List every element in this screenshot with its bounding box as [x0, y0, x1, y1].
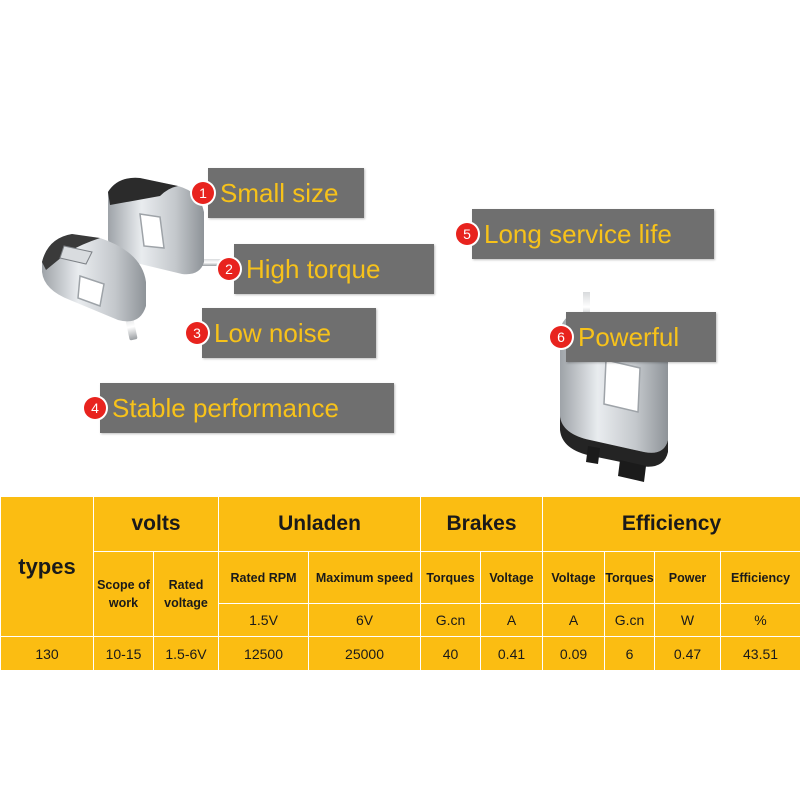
eff-voltage-unit: A — [542, 603, 606, 637]
feature-label: Small size — [208, 168, 364, 218]
scope-of-work-header: Scope of work — [93, 551, 154, 637]
feature-label: Powerful — [566, 312, 716, 362]
motor-image-front — [42, 234, 146, 341]
feature-number-badge: 1 — [192, 182, 214, 204]
volts-group-header: volts — [92, 496, 220, 552]
spec-table: types volts Unladen Brakes Efficiency Sc… — [0, 496, 800, 671]
feature-number-badge: 3 — [186, 322, 208, 344]
rated-rpm-header: Rated RPM — [218, 551, 310, 604]
eff-efficiency-unit: % — [720, 603, 800, 637]
brakes-torques-header: Torques — [420, 551, 482, 604]
feature-stable-performance: 4 Stable performance — [84, 383, 394, 433]
feature-label: Long service life — [472, 209, 714, 259]
rated-voltage-value: 1.5-6V — [152, 636, 220, 671]
feature-label: Stable performance — [100, 383, 394, 433]
eff-voltage-value: 0.09 — [542, 636, 606, 671]
eff-torques-unit: G.cn — [604, 603, 656, 637]
feature-long-service-life: 5 Long service life — [456, 209, 714, 259]
types-header: types — [0, 496, 94, 637]
brakes-torques-value: 40 — [420, 636, 482, 671]
brakes-voltage-header: Voltage — [480, 551, 544, 604]
feature-number-badge: 2 — [218, 258, 240, 280]
motor-illustrations — [42, 177, 668, 482]
unladen-group-header: Unladen — [218, 496, 422, 552]
feature-low-noise: 3 Low noise — [186, 308, 376, 358]
type-value: 130 — [0, 636, 94, 671]
feature-label: Low noise — [202, 308, 376, 358]
eff-power-header: Power — [654, 551, 722, 604]
brakes-voltage-unit: A — [480, 603, 544, 637]
table-row: 130 10-15 1.5-6V 12500 25000 40 0.41 0.0… — [0, 636, 800, 671]
feature-number-badge: 5 — [456, 223, 478, 245]
feature-number-badge: 4 — [84, 397, 106, 419]
feature-label: High torque — [234, 244, 434, 294]
motor-image-back — [108, 177, 222, 275]
brakes-voltage-value: 0.41 — [480, 636, 544, 671]
feature-powerful: 6 Powerful — [550, 312, 716, 362]
maximum-speed-value: 25000 — [308, 636, 422, 671]
brakes-group-header: Brakes — [420, 496, 544, 552]
rated-rpm-value: 12500 — [218, 636, 310, 671]
efficiency-group-header: Efficiency — [542, 496, 800, 552]
rated-voltage-header: Rated voltage — [152, 551, 220, 637]
scope-of-work-value: 10-15 — [93, 636, 154, 671]
rated-rpm-unit: 1.5V — [218, 603, 310, 637]
maximum-speed-header: Maximum speed — [308, 551, 422, 604]
eff-torques-header: Torques — [604, 551, 656, 604]
brakes-torques-unit: G.cn — [420, 603, 482, 637]
feature-small-size: 1 Small size — [192, 168, 364, 218]
eff-power-value: 0.47 — [654, 636, 722, 671]
eff-power-unit: W — [654, 603, 722, 637]
eff-efficiency-value: 43.51 — [720, 636, 800, 671]
maximum-speed-unit: 6V — [308, 603, 422, 637]
eff-efficiency-header: Efficiency — [720, 551, 800, 604]
eff-voltage-header: Voltage — [542, 551, 606, 604]
feature-number-badge: 6 — [550, 326, 572, 348]
feature-high-torque: 2 High torque — [218, 244, 434, 294]
eff-torques-value: 6 — [604, 636, 656, 671]
